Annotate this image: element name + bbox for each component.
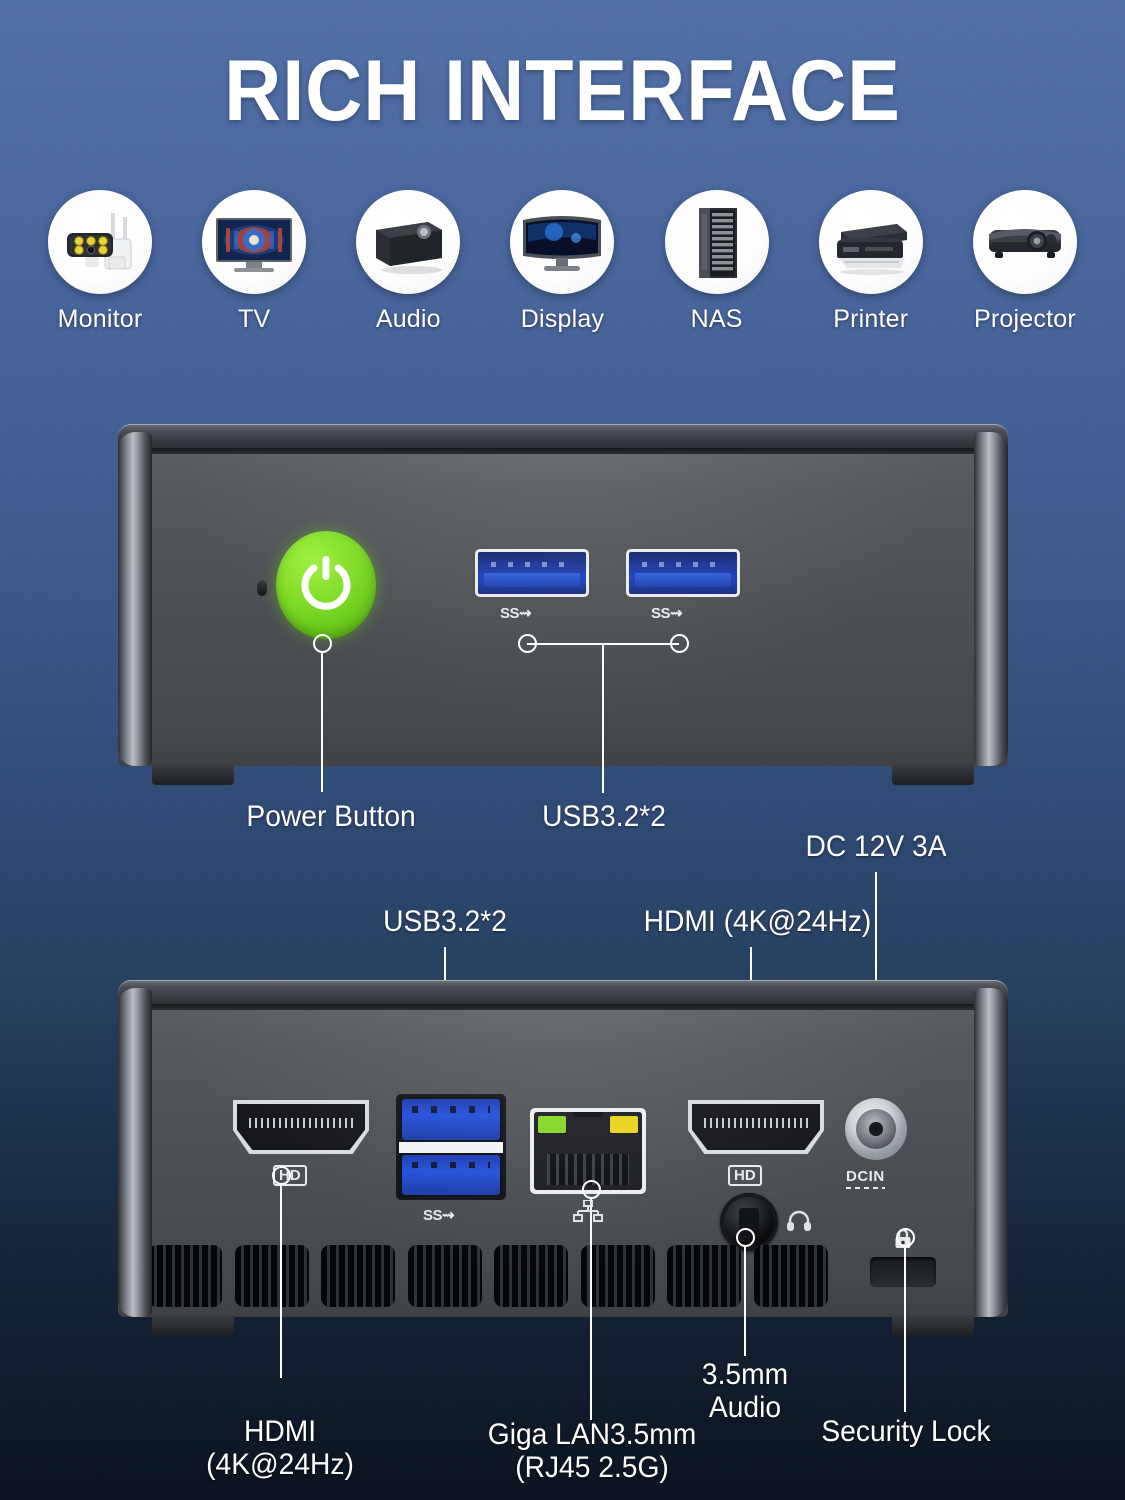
vent-grille <box>148 1245 222 1307</box>
vent-grille <box>667 1245 742 1307</box>
usb-port-rear-stack[interactable] <box>396 1094 506 1200</box>
compat-item-display[interactable]: Display <box>492 190 632 334</box>
callout-label-dc-in: DC 12V 3A <box>805 830 947 863</box>
callout-label-power-button: Power Button <box>246 800 416 833</box>
hd-marking-right: HD <box>728 1165 762 1186</box>
headphone-icon <box>786 1208 812 1237</box>
printer-icon <box>818 190 923 294</box>
security-camera-icon <box>48 190 152 294</box>
compat-label: Printer <box>833 305 909 333</box>
dcin-text: DCIN <box>846 1168 885 1185</box>
callout-leader-security-lock <box>904 1246 906 1412</box>
chassis-top-lid <box>118 424 1008 450</box>
usb-port-front-1[interactable] <box>475 549 589 597</box>
compat-label: Display <box>520 305 605 333</box>
mini-pc-front-panel: SS⇝ SS⇝ <box>118 424 1008 785</box>
vent-grille <box>234 1245 309 1307</box>
callout-leader-audio <box>744 1246 746 1356</box>
vent-grille <box>321 1245 396 1307</box>
hdmi-port-left[interactable] <box>233 1100 369 1154</box>
chassis-front-face: SS⇝ SS⇝ <box>118 454 1008 766</box>
server-rack-icon <box>664 190 769 294</box>
compatibility-icon-row: Monitor TV <box>0 190 1125 334</box>
chassis-foot-left-rear <box>152 1315 234 1336</box>
compat-item-audio[interactable]: Audio <box>338 190 478 334</box>
callout-leader-dc-in <box>875 872 877 1070</box>
chassis-left-pillar-rear <box>118 988 152 1317</box>
power-button[interactable] <box>276 531 376 639</box>
usb-port-front-2[interactable] <box>626 549 740 597</box>
compat-item-projector[interactable]: Projector <box>955 190 1095 334</box>
chassis-right-pillar-rear <box>974 988 1008 1317</box>
callout-label-hdmi-right: HDMI (4K@24Hz) <box>643 905 872 938</box>
power-led-indicator <box>257 579 267 596</box>
callout-dot-audio <box>736 1228 755 1247</box>
callout-label-lan: Giga LAN3.5mm (RJ45 2.5G) <box>468 1418 716 1484</box>
callout-leader-lan <box>590 1198 592 1420</box>
compat-label: NAS <box>690 305 743 333</box>
callout-dot-lan <box>582 1180 601 1199</box>
usb-port-rear-2[interactable] <box>402 1154 500 1195</box>
callout-leader-power-button <box>321 652 323 792</box>
power-symbol-icon <box>301 556 351 610</box>
mini-pc-rear-panel: HD SS⇝ HD <box>118 980 1008 1336</box>
curved-monitor-icon <box>510 190 615 294</box>
ventilation-grille-row <box>148 1245 828 1307</box>
chassis-foot-right-rear <box>892 1315 974 1336</box>
callout-label-hdmi-left-line1: HDMI <box>243 1415 317 1448</box>
compat-label: Projector <box>974 305 1076 333</box>
callout-dot-power-button <box>313 634 332 653</box>
chassis-seam <box>124 448 1002 455</box>
callout-label-hdmi-left-line2: (4K@24Hz) <box>206 1448 354 1481</box>
callout-label-usb-rear: USB3.2*2 <box>383 905 507 938</box>
chassis-foot-right <box>892 764 974 785</box>
page-title: RICH INTERFACE <box>224 43 901 139</box>
callout-dot-hdmi-left <box>272 1166 291 1185</box>
compat-label: TV <box>237 305 271 333</box>
compat-item-tv[interactable]: TV <box>184 190 324 334</box>
usb-port-rear-1[interactable] <box>402 1099 500 1140</box>
callout-label-lan-line2: (RJ45 2.5G) <box>515 1451 669 1484</box>
callout-label-security-lock: Security Lock <box>821 1415 991 1448</box>
television-icon <box>202 190 307 294</box>
vent-grille <box>494 1245 569 1307</box>
chassis-seam-rear <box>124 1004 1002 1011</box>
vent-grille <box>753 1245 828 1307</box>
hdmi-port-right[interactable] <box>688 1100 824 1154</box>
callout-label-hdmi-left: HDMI (4K@24Hz) <box>186 1415 374 1481</box>
superspeed-icon-front-1: SS⇝ <box>500 605 532 622</box>
compat-label: Monitor <box>57 305 143 333</box>
callout-label-audio: 3.5mm Audio <box>665 1358 825 1424</box>
security-lock-slot[interactable] <box>870 1257 936 1287</box>
vent-grille <box>407 1245 482 1307</box>
dc-in-jack[interactable] <box>845 1098 907 1160</box>
callout-label-lan-line1: Giga LAN3.5mm <box>487 1418 697 1451</box>
projector-icon <box>972 190 1077 294</box>
callout-dot-security-lock <box>896 1228 915 1247</box>
chassis-rear-face: HD SS⇝ HD <box>118 1010 1008 1317</box>
callout-label-audio-line1: 3.5mm <box>701 1358 789 1391</box>
chassis-left-pillar <box>118 432 152 766</box>
network-icon <box>573 1199 603 1227</box>
chassis-top-lid-rear <box>118 980 1008 1006</box>
superspeed-icon-rear: SS⇝ <box>423 1207 455 1224</box>
callout-leader-hdmi-left <box>280 1184 282 1378</box>
compat-label: Audio <box>375 305 441 333</box>
compat-item-monitor[interactable]: Monitor <box>30 190 170 334</box>
callout-label-usb-front: USB3.2*2 <box>542 800 666 833</box>
chassis-foot-left <box>152 764 234 785</box>
compat-item-printer[interactable]: Printer <box>801 190 941 334</box>
compat-item-nas[interactable]: NAS <box>647 190 787 334</box>
callout-label-audio-line2: Audio <box>708 1391 782 1424</box>
superspeed-icon-front-2: SS⇝ <box>651 605 683 622</box>
callout-leader-usb-front <box>602 643 604 793</box>
chassis-right-pillar <box>974 432 1008 766</box>
speaker-icon <box>356 190 461 294</box>
dcin-marking: DCIN <box>846 1168 885 1189</box>
